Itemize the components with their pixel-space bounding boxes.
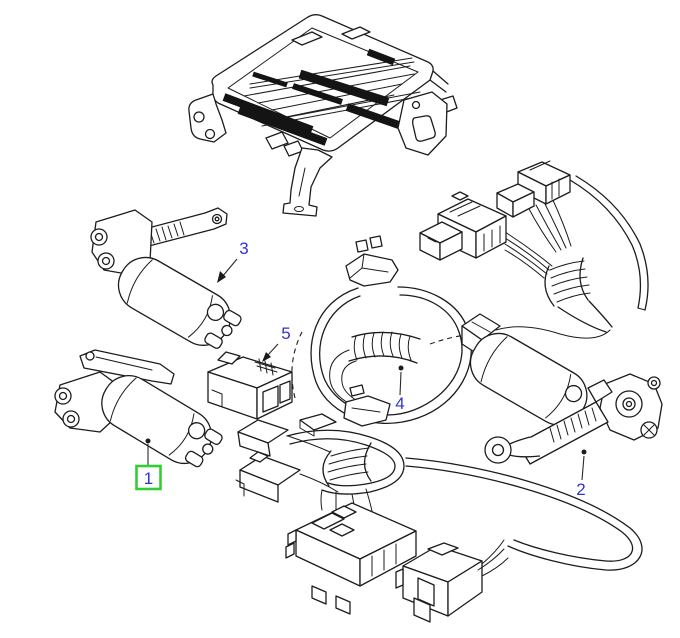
callout-1: 1: [135, 438, 162, 491]
seat-frame-assembly: [188, 14, 458, 217]
wiring-harness-bottom: [235, 419, 643, 623]
wiring-harness-4: [291, 235, 475, 437]
selected-part-highlight: [135, 464, 162, 491]
callout-5-label[interactable]: 5: [281, 324, 290, 343]
switch-module-5: [207, 351, 293, 420]
callout-4: 4: [395, 365, 405, 413]
callout-4-label[interactable]: 4: [395, 394, 404, 413]
callout-1-label[interactable]: 1: [144, 469, 153, 488]
callout-3: 3: [217, 239, 249, 283]
wiring-harness-top-right: [419, 160, 649, 339]
callout-2-label[interactable]: 2: [576, 480, 585, 499]
callout-3-label[interactable]: 3: [239, 239, 248, 258]
motor-assembly-1: [54, 349, 223, 468]
callout-5: 5: [262, 324, 291, 362]
callout-2: 2: [576, 449, 587, 499]
motor-assembly-2: [461, 313, 663, 465]
motor-assembly-3: [90, 207, 242, 349]
